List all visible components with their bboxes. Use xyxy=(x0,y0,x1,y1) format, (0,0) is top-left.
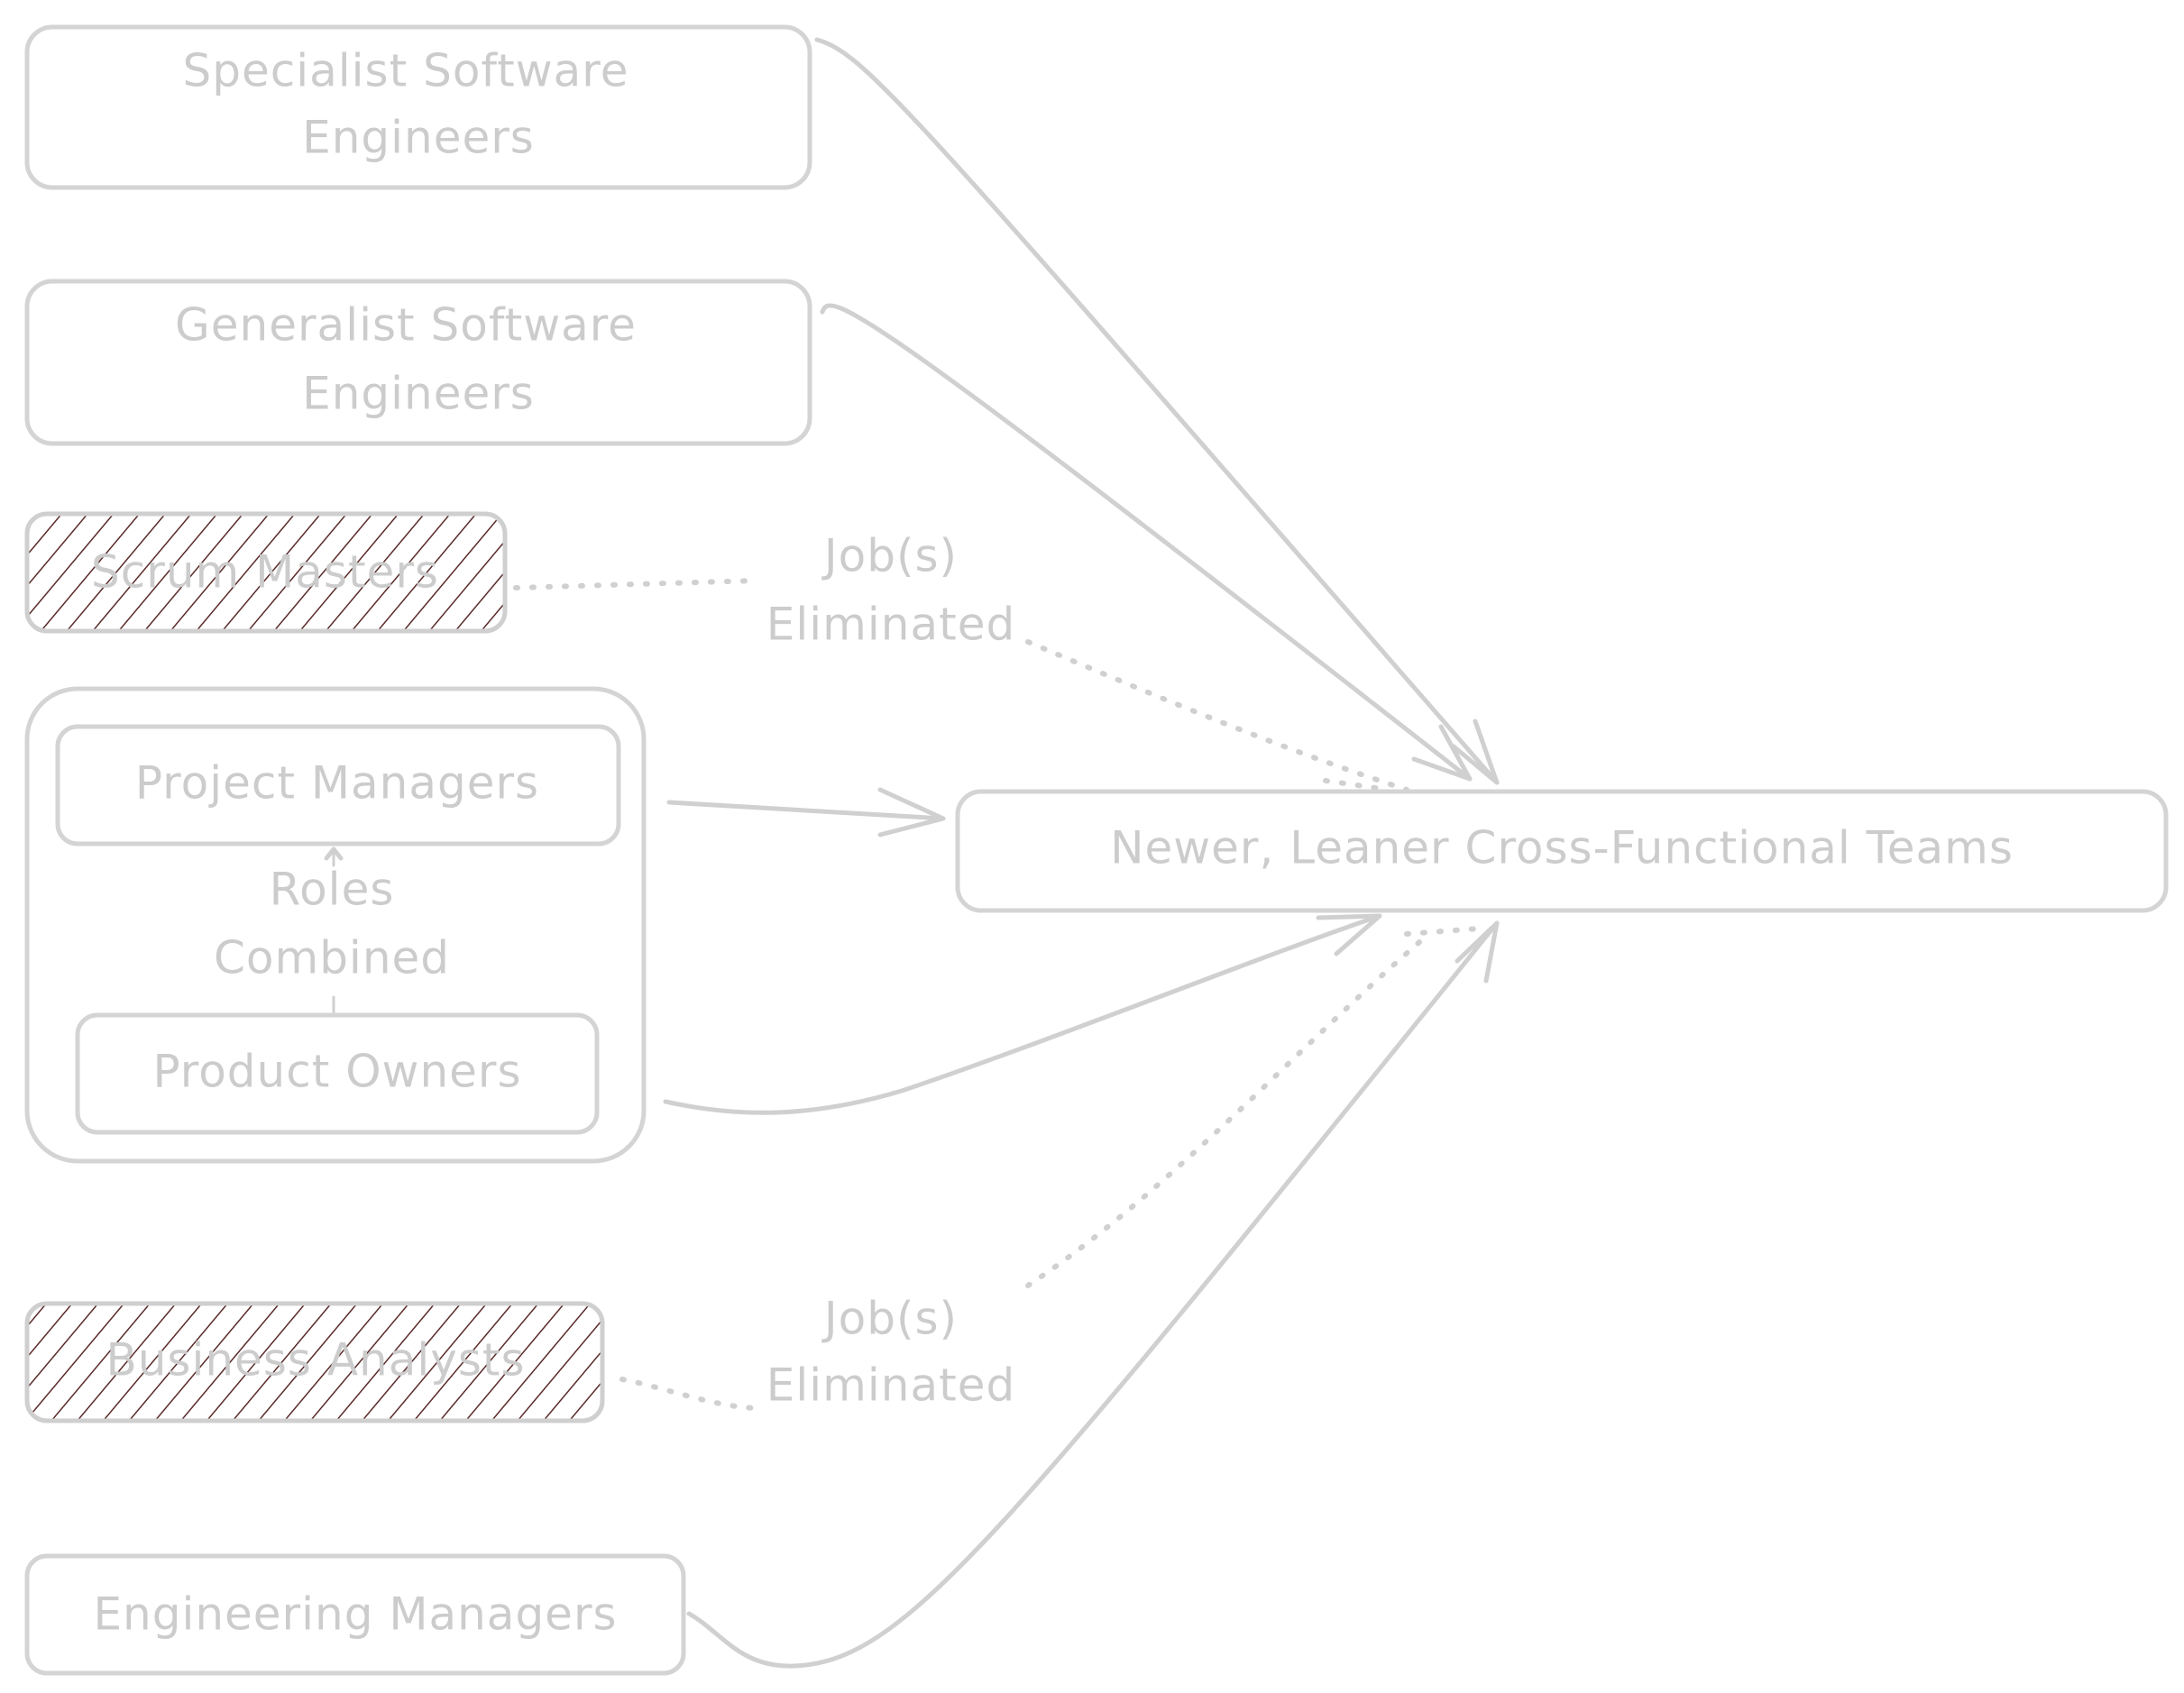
edge-label-scrum-line1: Job(s) xyxy=(821,530,958,582)
node-scrum-masters-label: Scrum Masters xyxy=(91,546,439,599)
edge-label-to-target-bottom-2 xyxy=(1404,926,1482,937)
node-product-owners-box xyxy=(75,1012,600,1135)
node-business-analysts-label: Business Analysts xyxy=(106,1334,525,1386)
node-engineering-managers-label: Engineering Managers xyxy=(93,1588,617,1641)
nodes: Specialist Software Engineers Generalist… xyxy=(24,24,2169,1676)
edge-label-to-target-top-2 xyxy=(1323,778,1391,792)
edge-product-owners-arrowhead xyxy=(1316,913,1382,956)
edge-label-ba-line2: Eliminated xyxy=(766,1359,1015,1412)
node-target-label: Newer, Leaner Cross-Functional Teams xyxy=(1110,822,2014,874)
node-generalist-label-line1: Generalist Software xyxy=(175,299,637,352)
edge-project-managers-to-target xyxy=(666,800,946,821)
node-target-box xyxy=(955,789,2169,913)
node-project-managers-label: Project Managers xyxy=(135,757,539,810)
node-project-managers-box xyxy=(55,724,621,846)
node-generalist-label-line2: Engineers xyxy=(302,368,535,420)
edge-label-scrum-line2: Eliminated xyxy=(766,599,1015,651)
edge-roles-combined-arrowhead xyxy=(324,846,344,861)
edge-ba-to-label xyxy=(619,1377,758,1411)
node-specialist-label-line1: Specialist Software xyxy=(182,45,629,97)
edge-generalist-arrowhead xyxy=(1411,724,1473,782)
edge-generalist-to-target xyxy=(820,303,1473,782)
node-scrum-masters-box xyxy=(24,511,508,634)
edge-scrum-to-label xyxy=(513,578,760,590)
edge-label-roles-line2: Combined xyxy=(214,932,450,984)
edge-product-owners-to-target xyxy=(663,913,1382,1115)
group-combined-roles xyxy=(24,686,647,1164)
node-engineering-managers-box xyxy=(24,1553,686,1676)
edge-project-managers-arrowhead xyxy=(877,787,946,837)
node-product-owners-label: Product Owners xyxy=(152,1046,521,1098)
edge-label-roles-line1: Roles xyxy=(270,864,395,916)
edge-engineering-managers-to-target xyxy=(686,920,1500,1669)
edge-label-ba-line1: Job(s) xyxy=(821,1293,958,1345)
edge-label-to-target-top xyxy=(1025,639,1409,792)
edge-label-to-target-bottom xyxy=(1025,935,1427,1288)
node-business-analysts-box xyxy=(24,1301,605,1423)
edge-specialist-arrowhead xyxy=(1451,718,1500,785)
node-generalist-box xyxy=(24,279,812,446)
edge-engineering-managers-arrowhead xyxy=(1454,920,1500,984)
node-specialist-box xyxy=(24,24,812,190)
edges xyxy=(324,37,1500,1669)
edge-specialist-to-target xyxy=(814,37,1500,785)
node-specialist-label-line2: Engineers xyxy=(302,112,535,164)
edge-labels: Job(s) Eliminated Roles Combined Job(s) … xyxy=(214,530,1015,1412)
